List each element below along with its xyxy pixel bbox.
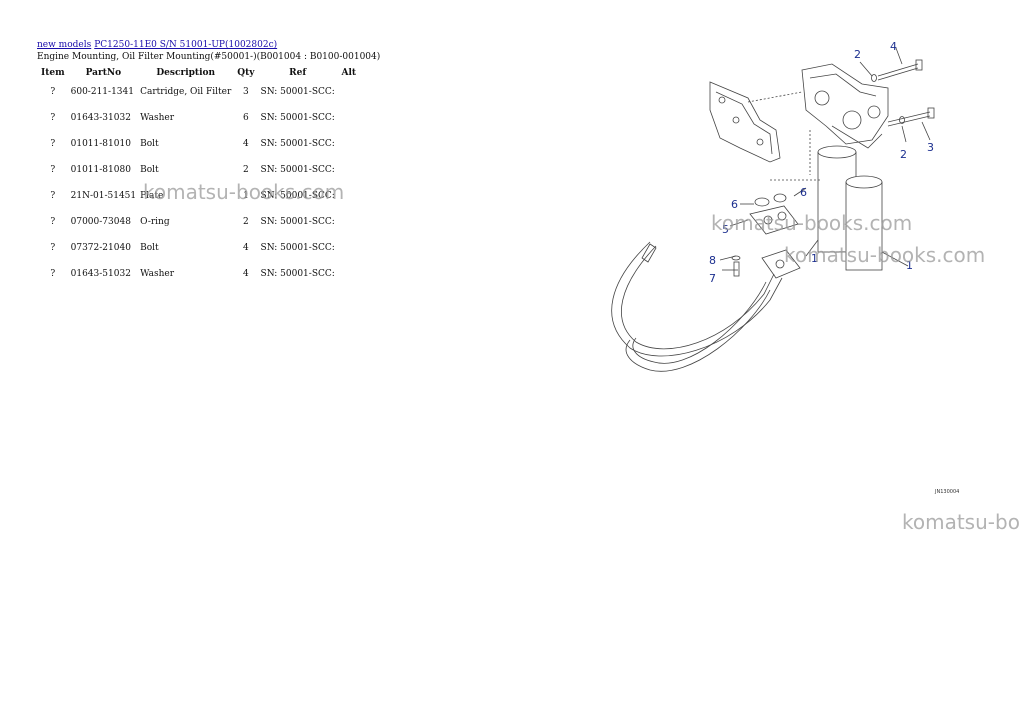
cell-ref: SN: 50001-SCC: <box>260 269 335 279</box>
table-row: ? 01643-51032 Washer 4 SN: 50001-SCC: <box>37 261 361 287</box>
cell-ref: SN: 50001-SCC: <box>260 243 335 253</box>
header-qty: Qty <box>237 67 255 78</box>
table-row: ? 600-211-1341 Cartridge, Oil Filter 3 S… <box>37 79 361 105</box>
header-alt: Alt <box>341 67 357 78</box>
cell-qty: 2 <box>243 217 249 227</box>
cell-qty: 3 <box>243 87 249 97</box>
header-partno: PartNo <box>85 67 122 78</box>
cell-item: ? <box>50 191 56 201</box>
cell-alt <box>337 79 361 105</box>
cell-item: ? <box>50 113 56 123</box>
header-description: Description <box>156 67 216 78</box>
cell-partno: 01643-51032 <box>70 269 131 279</box>
breadcrumb-link-new-models[interactable]: new models <box>37 40 92 50</box>
cell-description: Plate <box>140 191 164 201</box>
watermark-cut: komatsu-bo <box>902 510 1020 534</box>
cell-item: ? <box>50 87 56 97</box>
cell-qty: 4 <box>243 269 249 279</box>
table-row: ? 01011-81080 Bolt 2 SN: 50001-SCC: <box>37 157 361 183</box>
breadcrumb-link-model[interactable]: PC1250-11E0 S/N 51001-UP(1002802c) <box>94 40 278 50</box>
cell-item: ? <box>50 139 56 149</box>
callout-4: 4 <box>890 40 897 53</box>
header-item: Item <box>41 67 65 78</box>
table-row: ? 01011-81010 Bolt 4 SN: 50001-SCC: <box>37 131 361 157</box>
cell-qty: 4 <box>243 139 249 149</box>
cell-partno: 01643-31032 <box>70 113 131 123</box>
cell-partno: 07000-73048 <box>70 217 131 227</box>
table-row: ? 07372-21040 Bolt 4 SN: 50001-SCC: <box>37 235 361 261</box>
callout-6-right: 6 <box>800 186 807 199</box>
callout-7: 7 <box>709 272 716 285</box>
cell-alt <box>337 261 361 287</box>
cell-qty: 1 <box>243 191 249 201</box>
cell-partno: 600-211-1341 <box>70 87 134 97</box>
table-row: ? 07000-73048 O-ring 2 SN: 50001-SCC: <box>37 209 361 235</box>
callout-2-lower: 2 <box>900 148 907 161</box>
parts-diagram: 2 4 2 3 6 6 5 1 1 8 7 <box>611 40 935 372</box>
cell-qty: 4 <box>243 243 249 253</box>
table-row: ? 21N-01-51451 Plate 1 SN: 50001-SCC: <box>37 183 361 209</box>
cell-item: ? <box>50 165 56 175</box>
table-row: ? 01643-31032 Washer 6 SN: 50001-SCC: <box>37 105 361 131</box>
cell-description: Bolt <box>140 165 159 175</box>
cell-alt <box>337 131 361 157</box>
parts-table: Item PartNo Description Qty Ref Alt ? 60… <box>37 66 361 287</box>
diagram-linework <box>611 47 935 372</box>
callout-1-right: 1 <box>906 259 913 272</box>
callout-6-left: 6 <box>731 198 738 211</box>
cell-alt <box>337 209 361 235</box>
cell-ref: SN: 50001-SCC: <box>260 113 335 123</box>
cell-qty: 6 <box>243 113 249 123</box>
cell-description: O-ring <box>140 217 170 227</box>
cell-item: ? <box>50 217 56 227</box>
page-subtitle: Engine Mounting, Oil Filter Mounting(#50… <box>37 52 381 62</box>
cell-alt <box>337 235 361 261</box>
cell-ref: SN: 50001-SCC: <box>260 191 335 201</box>
cell-description: Washer <box>140 269 175 279</box>
callout-3: 3 <box>927 141 934 154</box>
cell-item: ? <box>50 269 56 279</box>
callout-1-left: 1 <box>811 252 818 265</box>
cell-qty: 2 <box>243 165 249 175</box>
callout-5: 5 <box>722 223 729 236</box>
cell-item: ? <box>50 243 56 253</box>
cell-partno: 01011-81010 <box>70 139 131 149</box>
cell-ref: SN: 50001-SCC: <box>260 165 335 175</box>
cell-partno: 01011-81080 <box>70 165 131 175</box>
figure-id: JN130004 <box>935 489 960 495</box>
cell-alt <box>337 157 361 183</box>
cell-description: Washer <box>140 113 175 123</box>
cell-description: Bolt <box>140 139 159 149</box>
cell-description: Bolt <box>140 243 159 253</box>
cell-alt <box>337 183 361 209</box>
cell-ref: SN: 50001-SCC: <box>260 87 335 97</box>
cell-ref: SN: 50001-SCC: <box>260 217 335 227</box>
cell-ref: SN: 50001-SCC: <box>260 139 335 149</box>
cell-partno: 21N-01-51451 <box>70 191 137 201</box>
header-ref: Ref <box>289 67 307 78</box>
table-header-row: Item PartNo Description Qty Ref Alt <box>37 66 361 79</box>
callout-8: 8 <box>709 254 716 267</box>
cell-partno: 07372-21040 <box>70 243 131 253</box>
cell-description: Cartridge, Oil Filter <box>140 87 232 97</box>
cell-alt <box>337 105 361 131</box>
callout-2-upper: 2 <box>854 48 861 61</box>
